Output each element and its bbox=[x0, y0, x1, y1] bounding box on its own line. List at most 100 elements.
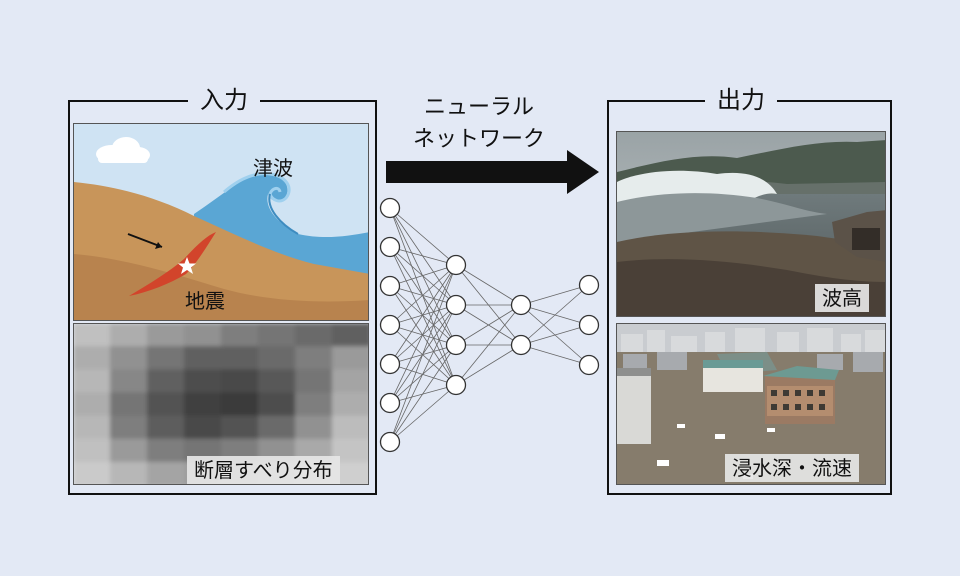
heatmap-cell bbox=[295, 415, 334, 441]
wave-photo: 波高 bbox=[616, 131, 886, 317]
nn-node bbox=[379, 314, 401, 336]
heatmap-cell bbox=[74, 346, 112, 372]
heatmap-cell bbox=[147, 461, 186, 484]
neural-network-label-line2: ネットワーク bbox=[412, 127, 545, 152]
nn-node bbox=[578, 354, 600, 376]
nn-edge bbox=[389, 324, 457, 386]
heatmap-cell bbox=[258, 324, 297, 349]
nn-edge bbox=[389, 384, 457, 443]
nn-node bbox=[445, 374, 467, 396]
nn-node bbox=[510, 294, 532, 316]
nn-edge bbox=[520, 304, 590, 366]
heatmap-cell bbox=[110, 438, 149, 464]
nn-edge bbox=[389, 384, 457, 404]
nn-edge bbox=[389, 344, 457, 404]
nn-edge bbox=[520, 324, 590, 346]
heatmap-cell bbox=[295, 392, 334, 418]
nn-edge bbox=[520, 304, 590, 326]
heatmap-cell bbox=[221, 324, 260, 349]
heatmap-cell bbox=[147, 324, 186, 349]
heatmap-cell bbox=[221, 415, 260, 441]
heatmap-cell bbox=[74, 438, 112, 464]
nn-edge bbox=[389, 304, 457, 443]
nn-edge bbox=[455, 264, 522, 306]
input-frame: 入力 bbox=[68, 85, 377, 495]
heatmap-cell bbox=[74, 415, 112, 441]
nn-edge bbox=[389, 304, 457, 365]
nn-node bbox=[578, 314, 600, 336]
heatmap-cell bbox=[332, 324, 368, 349]
heatmap-cell bbox=[332, 369, 368, 395]
heatmap-cell bbox=[295, 346, 334, 372]
nn-edge bbox=[520, 284, 590, 346]
nn-edge bbox=[389, 344, 457, 365]
nn-node bbox=[578, 274, 600, 296]
heatmap-cell bbox=[110, 369, 149, 395]
nn-node bbox=[379, 431, 401, 453]
nn-edge bbox=[455, 264, 522, 346]
nn-edge bbox=[389, 264, 457, 443]
inundation-depth-velocity-label: 浸水深・流速 bbox=[725, 454, 859, 482]
epicenter-star-icon bbox=[178, 257, 196, 274]
earthquake-label: 地震 bbox=[185, 289, 225, 313]
nn-node bbox=[379, 236, 401, 258]
heatmap-cell bbox=[147, 415, 186, 441]
neural-network-label-line1: ニューラル bbox=[423, 95, 534, 120]
nn-edge bbox=[389, 246, 457, 346]
cloud-icon bbox=[96, 137, 150, 163]
tsunami-earthquake-illustration: 津波 地震 bbox=[73, 123, 369, 321]
nn-edge bbox=[389, 285, 457, 346]
nn-edge bbox=[389, 304, 457, 404]
nn-edge bbox=[455, 344, 522, 386]
nn-edge bbox=[389, 207, 457, 346]
fault-shape bbox=[129, 232, 216, 296]
heatmap-cell bbox=[147, 346, 186, 372]
input-title: 入力 bbox=[188, 85, 260, 115]
heatmap-cell bbox=[258, 346, 297, 372]
output-title: 出力 bbox=[705, 85, 777, 115]
right-arrow-icon bbox=[386, 150, 599, 194]
heatmap-cell bbox=[110, 461, 149, 484]
nn-node bbox=[379, 392, 401, 414]
heatmap-cell bbox=[332, 461, 368, 484]
output-frame: 出力 bbox=[607, 85, 892, 495]
nn-edge bbox=[520, 284, 590, 306]
heatmap-cell bbox=[295, 369, 334, 395]
nn-node bbox=[379, 275, 401, 297]
heatmap-cell bbox=[110, 415, 149, 441]
heatmap-cell bbox=[258, 369, 297, 395]
nn-edge bbox=[389, 207, 457, 306]
nn-edge bbox=[389, 264, 457, 404]
nn-edge bbox=[520, 344, 590, 366]
heatmap-cell bbox=[332, 415, 368, 441]
nn-node bbox=[445, 254, 467, 276]
slip-distribution-label: 断層すべり分布 bbox=[187, 456, 340, 484]
heatmap-cell bbox=[184, 392, 223, 418]
nn-edge bbox=[455, 304, 522, 386]
heatmap-cell bbox=[74, 324, 112, 349]
heatmap-cell bbox=[332, 392, 368, 418]
nn-node bbox=[379, 353, 401, 375]
fault-slip-heatmap: 断層すべり分布 bbox=[73, 323, 369, 485]
nn-node bbox=[445, 334, 467, 356]
nn-node bbox=[379, 197, 401, 219]
heatmap-cell bbox=[258, 392, 297, 418]
heatmap-cell bbox=[147, 369, 186, 395]
nn-edge bbox=[389, 207, 457, 266]
neural-network-label: ニューラル ネットワーク bbox=[384, 92, 574, 156]
nn-node bbox=[445, 294, 467, 316]
heatmap-cell bbox=[147, 392, 186, 418]
nn-edge bbox=[389, 246, 457, 266]
nn-edge bbox=[389, 344, 457, 443]
nn-edge bbox=[389, 285, 457, 386]
nn-edge bbox=[389, 264, 457, 287]
tsunami-scene-graphic bbox=[74, 124, 368, 320]
nn-edge bbox=[389, 246, 457, 306]
nn-edge bbox=[455, 304, 522, 346]
heatmap-cell bbox=[74, 461, 112, 484]
heatmap-cell bbox=[258, 415, 297, 441]
nn-edge bbox=[389, 304, 457, 326]
nn-edge bbox=[455, 304, 522, 346]
heatmap-cell bbox=[184, 324, 223, 349]
nn-edge bbox=[389, 363, 457, 386]
